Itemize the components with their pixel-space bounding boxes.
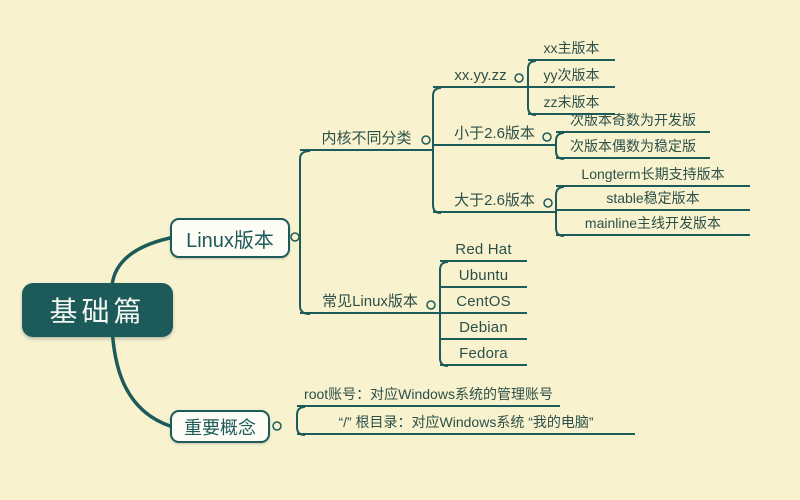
topic-zz-last[interactable]: zz末版本 (528, 93, 615, 115)
topic-redhat[interactable]: Red Hat (440, 240, 527, 262)
topic-yy-minor[interactable]: yy次版本 (528, 66, 615, 88)
collapse-toggle-icon[interactable] (514, 73, 524, 83)
collapse-toggle-icon[interactable] (426, 300, 436, 310)
topic-kernel-classification[interactable]: 内核不同分类 (300, 129, 433, 151)
topic-root-directory[interactable]: “/” 根目录：对应Windows系统 “我的电脑” (297, 413, 635, 435)
topic-important-concepts[interactable]: 重要概念 (170, 410, 270, 443)
root-topic[interactable]: 基础篇 (22, 283, 173, 337)
topic-debian[interactable]: Debian (440, 318, 527, 340)
collapse-toggle-icon[interactable] (421, 135, 431, 145)
topic-odd-dev-version[interactable]: 次版本奇数为开发版 (556, 111, 710, 133)
collapse-toggle-icon[interactable] (542, 132, 552, 142)
topic-stable[interactable]: stable稳定版本 (556, 189, 750, 211)
collapse-toggle-icon[interactable] (290, 232, 300, 242)
topic-common-distros[interactable]: 常见Linux版本 (300, 292, 440, 314)
topic-mainline[interactable]: mainline主线开发版本 (556, 214, 750, 236)
topic-even-stable-version[interactable]: 次版本偶数为稳定版 (556, 137, 710, 159)
topic-linux-version[interactable]: Linux版本 (170, 218, 290, 258)
topic-above-2-6[interactable]: 大于2.6版本 (433, 191, 556, 213)
topic-longterm[interactable]: Longterm长期支持版本 (556, 165, 750, 187)
topic-below-2-6[interactable]: 小于2.6版本 (433, 124, 556, 146)
collapse-toggle-icon[interactable] (543, 198, 553, 208)
topic-fedora[interactable]: Fedora (440, 344, 527, 366)
branch-curve-concepts (110, 325, 172, 428)
collapse-toggle-icon[interactable] (272, 421, 282, 431)
topic-root-account[interactable]: root账号：对应Windows系统的管理账号 (297, 385, 560, 407)
bracket-linux-children (299, 150, 311, 315)
topic-xxyyzz[interactable]: xx.yy.zz (433, 66, 528, 88)
topic-centos[interactable]: CentOS (440, 292, 527, 314)
topic-xx-major[interactable]: xx主版本 (528, 39, 615, 61)
topic-ubuntu[interactable]: Ubuntu (440, 266, 527, 288)
